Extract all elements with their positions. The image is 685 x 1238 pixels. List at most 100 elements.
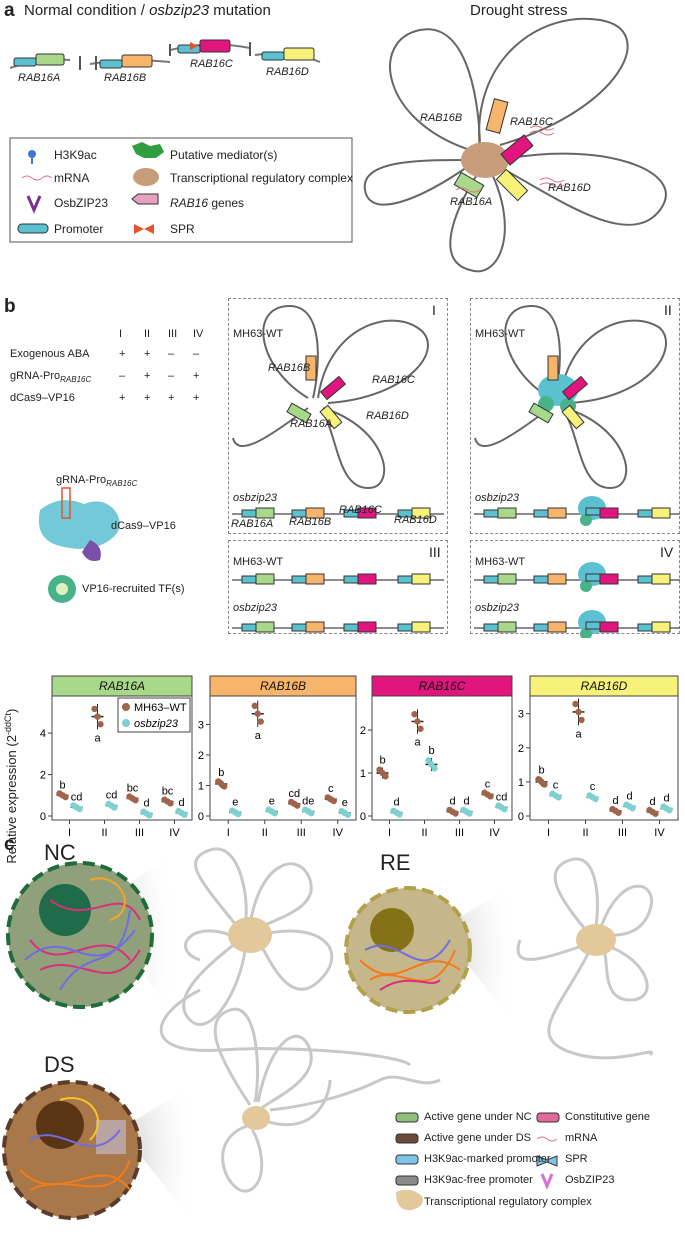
sig-letter: c [485, 779, 491, 791]
cell: + [144, 392, 151, 404]
data-point [271, 810, 278, 817]
ds-zoom-cone [120, 1080, 200, 1230]
data-point [666, 807, 673, 814]
y-tick-label: 2 [360, 725, 366, 737]
legend-spr: SPR [170, 222, 195, 236]
x-tick-label: III [618, 827, 627, 839]
osbzip23-icon [26, 195, 42, 214]
schematic-dcas9-label: dCas9–VP16 [111, 520, 176, 532]
legend-active-nc: Active gene under NC [424, 1111, 532, 1123]
y-tick-label: 2 [40, 770, 46, 782]
sig-letter: d [143, 798, 149, 810]
box-IV-label: IV [660, 544, 674, 560]
sig-letter: d [393, 797, 399, 809]
sig-letter: bc [162, 786, 174, 798]
cell: + [144, 348, 151, 360]
y-tick-label: 4 [40, 728, 46, 740]
chart-title: RAB16D [581, 679, 628, 693]
y-tick-label: 1 [518, 777, 524, 789]
nc-nucleolus [39, 884, 91, 936]
sig-letter: d [626, 790, 632, 802]
re-label: RE [380, 850, 411, 875]
sig-letter: b [538, 765, 544, 777]
sig-letter: b [59, 779, 65, 791]
legend-wt: MH63–WT [134, 702, 187, 714]
box-I-mut: osbzip23 [233, 492, 278, 504]
h3k9ac-free-promoter-icon [395, 1175, 419, 1186]
y-tick-label: 3 [518, 709, 524, 721]
data-point [94, 713, 101, 720]
panel-c-letter: c [4, 834, 15, 855]
ds-label: DS [44, 1052, 75, 1077]
legend-mrna-c: mRNA [565, 1132, 598, 1144]
box-I-rab16c: RAB16C [372, 374, 415, 386]
data-point [132, 796, 139, 804]
y-tick-label: 0 [360, 811, 366, 823]
legend-osbzip23: OsbZIP23 [54, 196, 109, 210]
data-point [76, 805, 83, 813]
legend-mediator: Putative mediator(s) [170, 148, 278, 162]
sig-letter: b [218, 767, 224, 779]
label-rab16d-drought: RAB16D [548, 182, 591, 194]
re-nucleolus [370, 908, 414, 952]
sig-letter: cd [106, 790, 118, 802]
data-point [396, 811, 403, 818]
col-III: III [168, 328, 178, 340]
box-I-mut-rab16d: RAB16D [394, 514, 437, 526]
mediator-icon [132, 142, 164, 158]
gene-rab16a-linear [13, 53, 65, 67]
x-tick-label: IV [169, 827, 180, 839]
data-point [62, 793, 69, 801]
legend-constitutive: Constitutive gene [565, 1111, 650, 1123]
data-point [615, 809, 622, 816]
box-I-wt: MH63-WT [233, 328, 284, 340]
box-I-mut-rab16b: RAB16B [289, 516, 332, 528]
panel-a-drought-title: Drought stress [470, 2, 568, 19]
cell: – [168, 370, 175, 382]
data-point [235, 810, 242, 818]
chart-rab16a: RAB16A024IbcdIIacdIIIbcdIVbcdMH63–WTosbz… [40, 675, 193, 839]
data-point [97, 721, 104, 728]
panel-b-boxes-graphics [232, 304, 680, 638]
sig-letter: d [178, 797, 184, 809]
row-dcas9-label: dCas9–VP16 [10, 392, 75, 404]
sig-letter: e [269, 795, 275, 807]
drought-chromatin-loops [363, 17, 667, 273]
y-tick-label: 0 [198, 811, 204, 823]
sig-letter: d [449, 796, 455, 808]
data-point [344, 811, 351, 818]
cell: – [193, 348, 200, 360]
sig-letter: d [649, 796, 655, 808]
legend-rab16-genes: RAB16 genes [170, 196, 245, 210]
x-tick-label: IV [489, 827, 500, 839]
y-tick-label: 3 [198, 719, 204, 731]
dcas9-schematic [38, 487, 120, 603]
y-tick-label: 2 [518, 743, 524, 755]
cell: – [168, 348, 175, 360]
box-I-rab16d: RAB16D [366, 410, 409, 422]
active-nc-icon [395, 1112, 419, 1123]
constitutive-gene-icon [536, 1112, 560, 1123]
sig-letter: de [302, 795, 314, 807]
data-point [330, 797, 337, 805]
data-point [466, 810, 473, 817]
label-rab16d-linear: RAB16D [266, 66, 309, 78]
data-point [431, 765, 438, 772]
x-tick-label: I [547, 827, 550, 839]
x-tick-label: II [101, 827, 107, 839]
col-II: II [144, 328, 151, 340]
panel-a-legend-box [9, 137, 353, 243]
data-point [417, 725, 424, 732]
box-III-label: III [429, 544, 441, 560]
sig-letter: c [328, 783, 334, 795]
data-point [629, 805, 636, 812]
box-II [470, 298, 680, 534]
data-point [572, 700, 579, 708]
active-ds-icon [395, 1133, 419, 1144]
cell: + [119, 348, 126, 360]
sig-letter: cd [496, 791, 508, 803]
